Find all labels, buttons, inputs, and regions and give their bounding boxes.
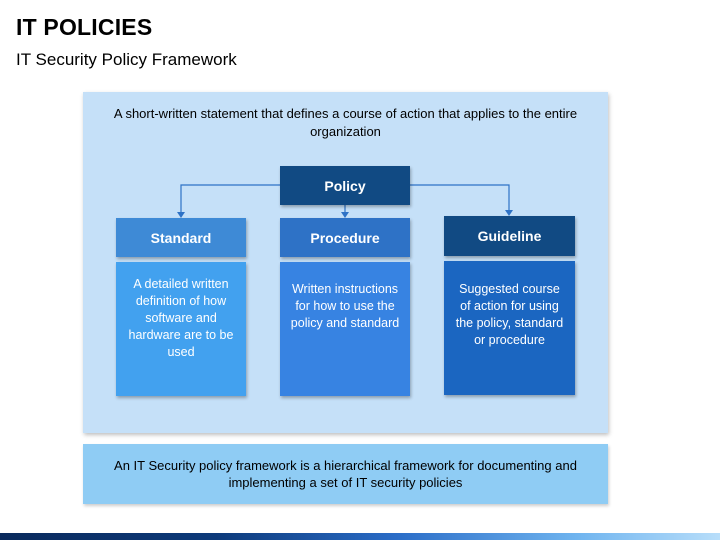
policy-statement: A short-written statement that defines a… xyxy=(113,106,578,139)
framework-note: An IT Security policy framework is a hie… xyxy=(83,444,608,504)
bottom-accent-bar xyxy=(0,533,720,540)
procedure-description: Written instructions for how to use the … xyxy=(280,262,410,396)
guideline-description: Suggested course of action for using the… xyxy=(444,261,575,395)
guideline-node: Guideline xyxy=(444,216,575,256)
standard-description: A detailed written definition of how sof… xyxy=(116,262,246,396)
standard-description-text: A detailed written definition of how sof… xyxy=(128,277,234,359)
page-title: IT POLICIES xyxy=(16,14,153,40)
guideline-description-text: Suggested course of action for using the… xyxy=(455,282,564,347)
standard-node: Standard xyxy=(116,218,246,257)
page-subtitle: IT Security Policy Framework xyxy=(16,50,237,69)
framework-note-text: An IT Security policy framework is a hie… xyxy=(114,458,577,490)
policy-node: Policy xyxy=(280,166,410,205)
procedure-description-text: Written instructions for how to use the … xyxy=(290,282,400,330)
procedure-node: Procedure xyxy=(280,218,410,257)
